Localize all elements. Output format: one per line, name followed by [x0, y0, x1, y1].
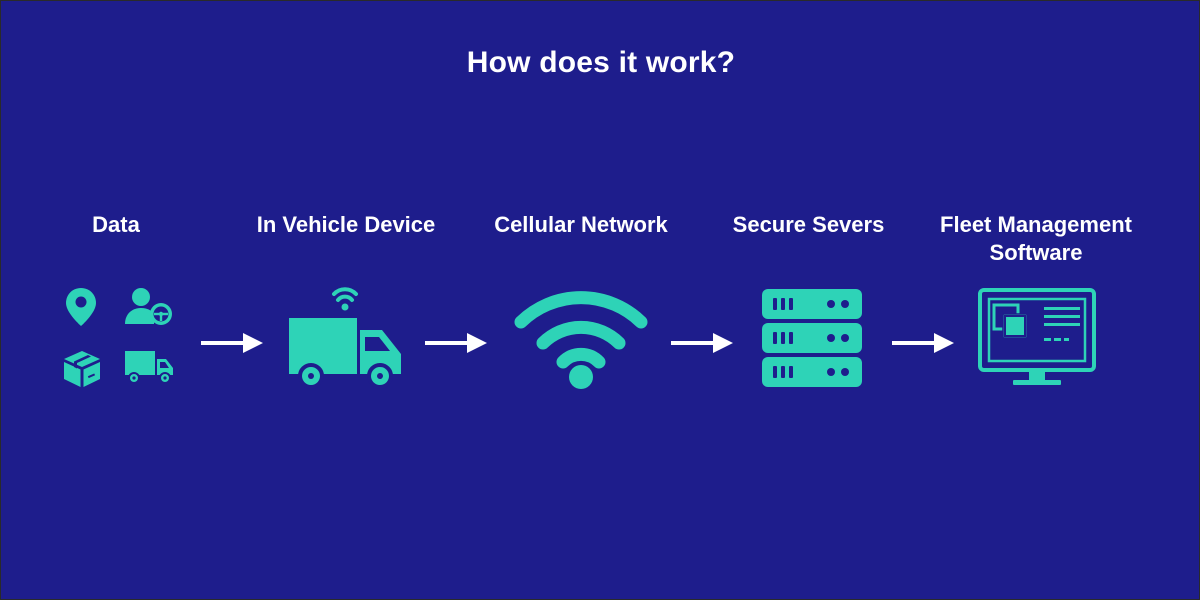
step-label-in-vehicle-device: In Vehicle Device	[256, 212, 436, 237]
step-label-cellular-network: Cellular Network	[494, 212, 668, 237]
arrow-right-icon	[425, 333, 487, 353]
step-label-data: Data	[92, 212, 140, 237]
driver-icon	[125, 288, 172, 325]
truck-icon	[125, 351, 173, 384]
package-box-icon	[64, 351, 100, 387]
arrow-right-icon	[892, 333, 954, 353]
step-label-line-2: Software	[989, 240, 1083, 265]
arrow-right-icon	[201, 333, 263, 353]
truck-with-wifi-icon	[289, 287, 401, 389]
location-pin-icon	[66, 288, 96, 326]
monitor-dashboard-icon	[978, 288, 1096, 385]
step-label-secure-servers: Secure Severs	[732, 212, 885, 237]
step-label-line-1: Fleet Management	[940, 212, 1132, 237]
wifi-signal-icon	[514, 291, 648, 389]
step-label-fleet-management-software: Fleet Management Software	[926, 211, 1146, 267]
arrow-right-icon	[671, 333, 733, 353]
diagram-title: How does it work?	[466, 46, 736, 79]
server-rack-icon	[762, 289, 862, 387]
